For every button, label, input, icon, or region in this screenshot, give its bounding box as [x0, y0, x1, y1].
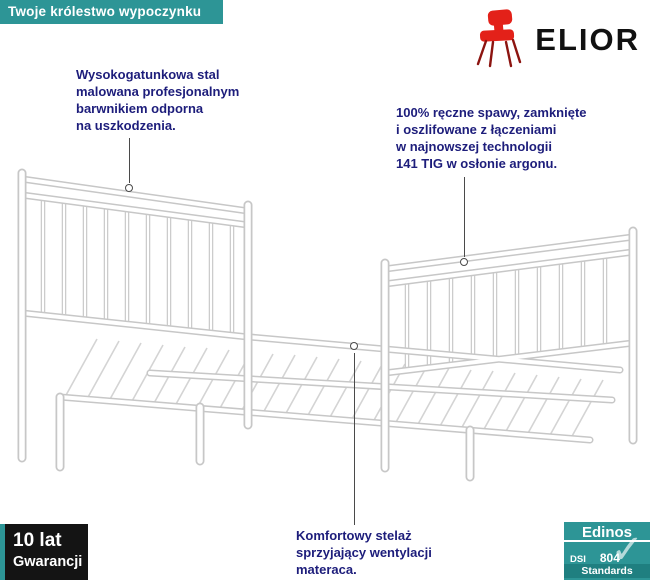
- callout-line-slats: [354, 353, 355, 525]
- banner-text: Twoje królestwo wypoczynku: [8, 4, 202, 19]
- callout-line-welds: [464, 177, 465, 257]
- callout-dot-steel: [125, 184, 133, 192]
- certificate-org: DSI: [570, 554, 586, 565]
- certificate-badge: Edinos ✓ DSI 804 Standards: [564, 522, 650, 580]
- annotation-steel-line: barwnikiem odporna: [76, 101, 204, 116]
- callout-dot-welds: [460, 258, 468, 266]
- annotation-steel-line: malowana profesjonalnym: [76, 84, 240, 99]
- annotation-slats-line: materaca.: [296, 562, 357, 577]
- warranty-label: Gwarancji: [13, 554, 83, 570]
- annotation-welds-line: 100% ręczne spawy, zamknięte: [396, 105, 587, 120]
- annotation-slats-line: sprzyjający wentylacji: [296, 545, 432, 560]
- warranty-badge: 10 lat Gwarancji: [0, 524, 88, 580]
- annotation-steel-line: Wysokogatunkowa stal: [76, 67, 220, 82]
- annotation-slats: Komfortowy stelaż sprzyjający wentylacji…: [296, 527, 432, 578]
- brand-logo: ELIOR: [473, 8, 640, 72]
- callout-line-steel: [129, 138, 130, 183]
- red-chair-icon: [477, 9, 522, 68]
- annotation-welds: 100% ręczne spawy, zamknięte i oszlifowa…: [396, 104, 587, 172]
- warranty-years: 10 lat: [13, 530, 62, 551]
- annotation-slats-line: Komfortowy stelaż: [296, 528, 412, 543]
- checkmark-icon: ✓: [610, 527, 644, 573]
- callout-dot-slats: [350, 342, 358, 350]
- bed-frame-illustration: [0, 145, 650, 545]
- certificate-row: DSI 804: [570, 551, 620, 565]
- certificate-body: ✓ DSI 804 Standards: [564, 530, 650, 578]
- brand-name: ELIOR: [535, 22, 640, 57]
- certificate-standards: Standards: [564, 564, 650, 578]
- annotation-steel-line: na uszkodzenia.: [76, 118, 176, 133]
- annotation-welds-line: w najnowszej technologii: [396, 139, 553, 154]
- annotation-welds-line: 141 TIG w osłonie argonu.: [396, 156, 558, 171]
- banner: Twoje królestwo wypoczynku: [0, 0, 224, 24]
- annotation-steel: Wysokogatunkowa stal malowana profesjona…: [76, 66, 239, 134]
- certificate-brand: Edinos: [564, 522, 650, 542]
- certificate-number: 804: [599, 551, 620, 565]
- annotation-welds-line: i oszlifowane z łączeniami: [396, 122, 557, 137]
